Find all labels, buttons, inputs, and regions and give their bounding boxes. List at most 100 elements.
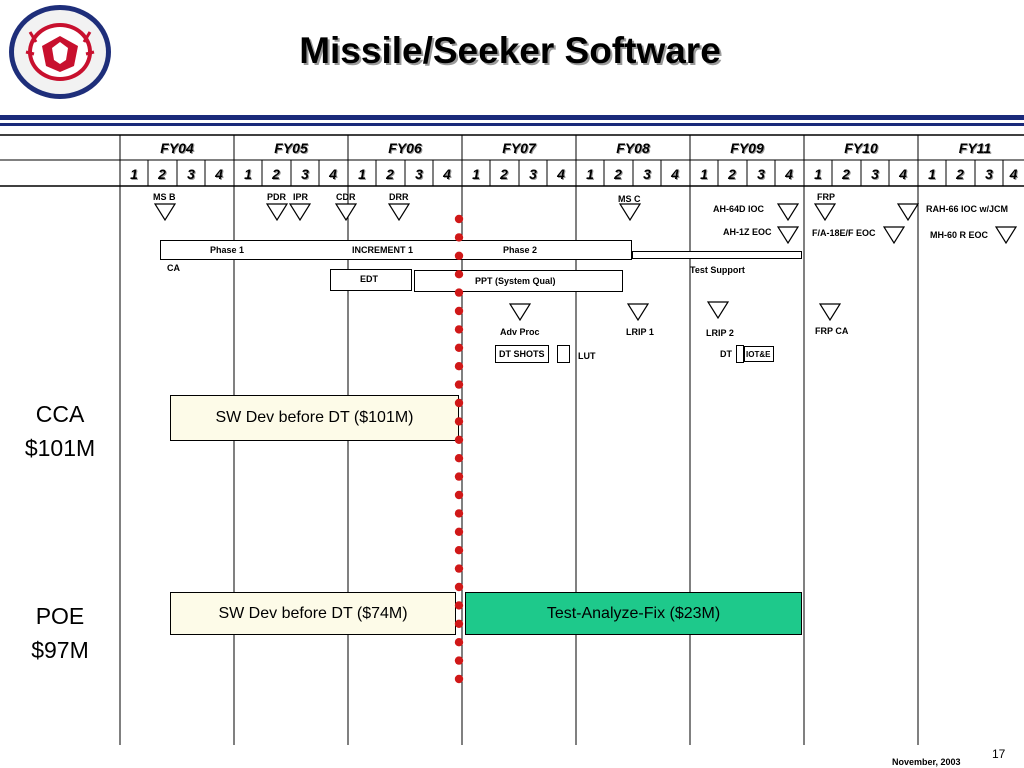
dotted-line-dot (454, 417, 464, 426)
iote-label: IOT&E (746, 350, 771, 359)
dotted-line-dot (454, 454, 464, 463)
ah64d-triangle (776, 203, 800, 222)
dotted-line-dot (454, 619, 464, 628)
dotted-line-dot (454, 509, 464, 518)
quarter-label: 3 (757, 166, 765, 182)
fy-label: FY11 (958, 140, 992, 156)
poe-sw-dev-bar: SW Dev before DT ($74M) (170, 592, 456, 635)
program-poe-name: POE (35, 603, 85, 629)
ms-c-triangle (618, 203, 642, 222)
quarter-label: 1 (700, 166, 708, 182)
dotted-line-dot (454, 380, 464, 389)
dotted-line-dot (454, 251, 464, 260)
dotted-line-dot (454, 343, 464, 352)
cdr-triangle (334, 203, 358, 222)
ppt-label: PPT (System Qual) (475, 276, 556, 286)
slide-title: Missile/Seeker Software (299, 30, 721, 71)
dotted-line-dot (454, 325, 464, 334)
quarter-label: 4 (899, 166, 907, 182)
quarter-label: 2 (386, 166, 394, 182)
quarter-label: 4 (671, 166, 679, 182)
quarter-label: 1 (358, 166, 366, 182)
quarter-label: 2 (842, 166, 850, 182)
dotted-line-dot (454, 233, 464, 242)
frp-label: FRP (817, 192, 835, 202)
poe-test-analyze-fix-bar: Test-Analyze-Fix ($23M) (465, 592, 802, 635)
dt-label: DT (720, 349, 732, 359)
edt-label: EDT (360, 274, 378, 284)
quarter-label: 3 (187, 166, 195, 182)
ipr-label: IPR (293, 192, 309, 202)
increment1-label: INCREMENT 1 (352, 245, 414, 255)
drr-label: DRR (389, 192, 409, 202)
quarter-label: 1 (472, 166, 480, 182)
test-support-bar (632, 251, 802, 259)
dt-shots-box (495, 345, 549, 363)
quarter-label: 4 (557, 166, 565, 182)
dotted-line-dot (454, 656, 464, 665)
dt-box (736, 345, 744, 363)
dotted-line-dot (454, 527, 464, 536)
quarter-label: 3 (529, 166, 537, 182)
fa18-triangle (882, 226, 906, 245)
quarter-label: 3 (415, 166, 423, 182)
ah64d-label: AH-64D IOC (713, 204, 765, 214)
rah66-triangle (896, 203, 920, 222)
quarter-label: 1 (586, 166, 594, 182)
pdr-triangle (265, 203, 289, 222)
dotted-line-dot (454, 306, 464, 316)
dotted-line-dot (454, 564, 464, 573)
edt-bar (330, 269, 412, 291)
dotted-line-dot (454, 582, 464, 592)
quarter-label: 2 (614, 166, 622, 182)
ca-label: CA (167, 263, 180, 273)
dotted-line-dot (454, 601, 464, 610)
frp-ca-triangle (818, 303, 842, 322)
quarter-label: 3 (643, 166, 651, 182)
fy-label: FY10 (844, 140, 878, 156)
phase2-label: Phase 2 (503, 245, 538, 255)
footer-date: November, 2003 (892, 757, 961, 767)
quarter-label: 2 (158, 166, 166, 182)
adv-proc-triangle (508, 303, 532, 322)
program-poe-cost: $97M (31, 637, 89, 663)
quarter-label: 1 (130, 166, 138, 182)
mh60-triangle (994, 226, 1018, 245)
quarter-label: 2 (728, 166, 736, 182)
dotted-line-dot (454, 546, 464, 555)
frp-triangle (813, 203, 837, 222)
dotted-line-dot (454, 674, 464, 684)
quarter-label: 4 (785, 166, 793, 182)
army-seal-logo (9, 5, 111, 99)
lrip2-label: LRIP 2 (706, 328, 734, 338)
rah66-label: RAH-66 IOC w/JCM (926, 204, 1009, 214)
ipr-triangle (288, 203, 312, 222)
ah1z-triangle (776, 226, 800, 245)
lut-box (557, 345, 570, 363)
header-rule-thick (0, 115, 1024, 120)
program-cca-cost: $101M (24, 435, 96, 461)
mh60-label: MH-60 R EOC (930, 230, 989, 240)
quarter-label: 4 (1009, 166, 1018, 182)
drr-triangle (387, 203, 411, 222)
fa18-label: F/A-18E/F EOC (812, 228, 876, 238)
quarter-label: 3 (985, 166, 993, 182)
dotted-line-dot (454, 638, 464, 647)
lut-label: LUT (578, 351, 596, 361)
header-rule-thin (0, 123, 1024, 126)
quarter-label: 4 (215, 166, 223, 182)
quarter-label: 3 (301, 166, 309, 182)
frp-ca-label: FRP CA (815, 326, 849, 336)
pdr-label: PDR (267, 192, 287, 202)
dotted-line-dot (454, 288, 464, 297)
dotted-line-dot (454, 270, 464, 279)
increment-1-bar (160, 240, 632, 260)
quarter-label: 1 (244, 166, 252, 182)
lrip2-triangle (706, 301, 730, 320)
quarter-label: 1 (928, 166, 936, 182)
cca-sw-dev-bar: SW Dev before DT ($101M) (170, 395, 459, 441)
program-cca-name: CCA (35, 401, 85, 427)
ms-b-label: MS B (153, 192, 176, 202)
adv-proc-label: Adv Proc (500, 327, 540, 337)
